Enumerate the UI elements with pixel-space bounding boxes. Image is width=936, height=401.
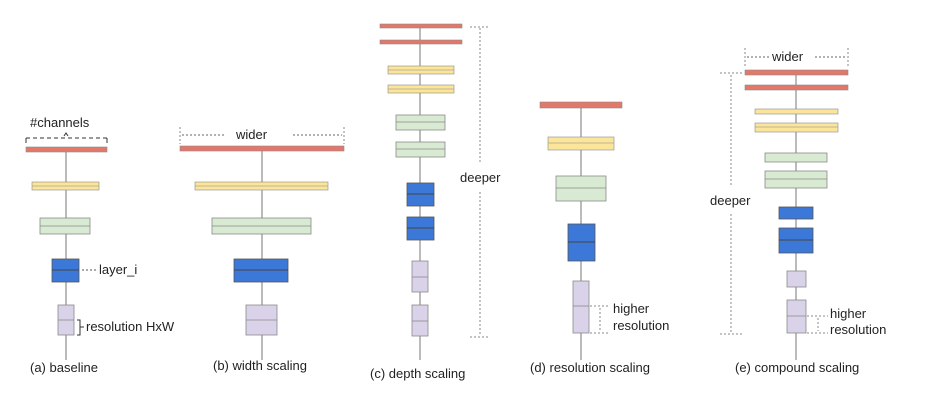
red-layer — [379, 39, 463, 45]
panel-baseline: #channels layer_i resolution HxW (a) bas… — [25, 115, 175, 375]
panel-compound-scaling: wider deeper higher resolution (e) compo… — [710, 48, 886, 375]
yellow-layer — [754, 108, 839, 115]
green-layer — [555, 175, 607, 202]
yellow-layer — [754, 122, 839, 133]
deeper-label: deeper — [710, 193, 751, 208]
resolution-label: resolution — [830, 322, 886, 337]
red-layer — [744, 69, 849, 76]
red-layer — [25, 146, 108, 153]
purple-layer — [572, 280, 590, 334]
resolution-label: resolution HxW — [86, 319, 175, 334]
panel-width-scaling: wider (b) width scaling — [179, 127, 345, 373]
resolution-arrow — [590, 305, 610, 334]
green-layer — [764, 170, 828, 189]
higher-label: higher — [830, 306, 867, 321]
channels-bracket — [25, 132, 108, 143]
purple-layer — [786, 270, 807, 288]
caption-width-scaling: (b) width scaling — [213, 358, 307, 373]
purple-layer — [411, 304, 429, 337]
deeper-arrow — [470, 26, 490, 338]
caption-depth-scaling: (c) depth scaling — [370, 366, 465, 381]
deeper-arrow — [720, 72, 742, 335]
deeper-label: deeper — [460, 170, 501, 185]
yellow-layer — [547, 136, 615, 151]
resolution-brace — [77, 319, 84, 336]
red-layer — [539, 101, 623, 109]
panel-depth-scaling: deeper (c) depth scaling — [370, 23, 501, 381]
green-layer — [764, 152, 828, 163]
red-layer — [379, 23, 463, 29]
resolution-arrow — [807, 315, 828, 334]
wider-arrow — [179, 127, 345, 144]
red-layer — [744, 84, 849, 91]
red-layer — [179, 145, 345, 152]
channels-label: #channels — [30, 115, 90, 130]
caption-resolution-scaling: (d) resolution scaling — [530, 360, 650, 375]
green-layer — [395, 141, 446, 158]
wider-arrow — [744, 48, 849, 68]
purple-layer — [786, 299, 807, 334]
purple-layer — [411, 260, 429, 293]
wider-label: wider — [771, 49, 804, 64]
caption-baseline: (a) baseline — [30, 360, 98, 375]
resolution-label: resolution — [613, 318, 669, 333]
wider-label: wider — [235, 127, 268, 142]
layer-label: layer_i — [99, 262, 137, 277]
caption-compound-scaling: (e) compound scaling — [735, 360, 859, 375]
green-layer — [395, 114, 446, 131]
blue-layer — [778, 206, 814, 220]
panel-resolution-scaling: higher resolution (d) resolution scaling — [530, 101, 669, 375]
higher-label: higher — [613, 301, 650, 316]
